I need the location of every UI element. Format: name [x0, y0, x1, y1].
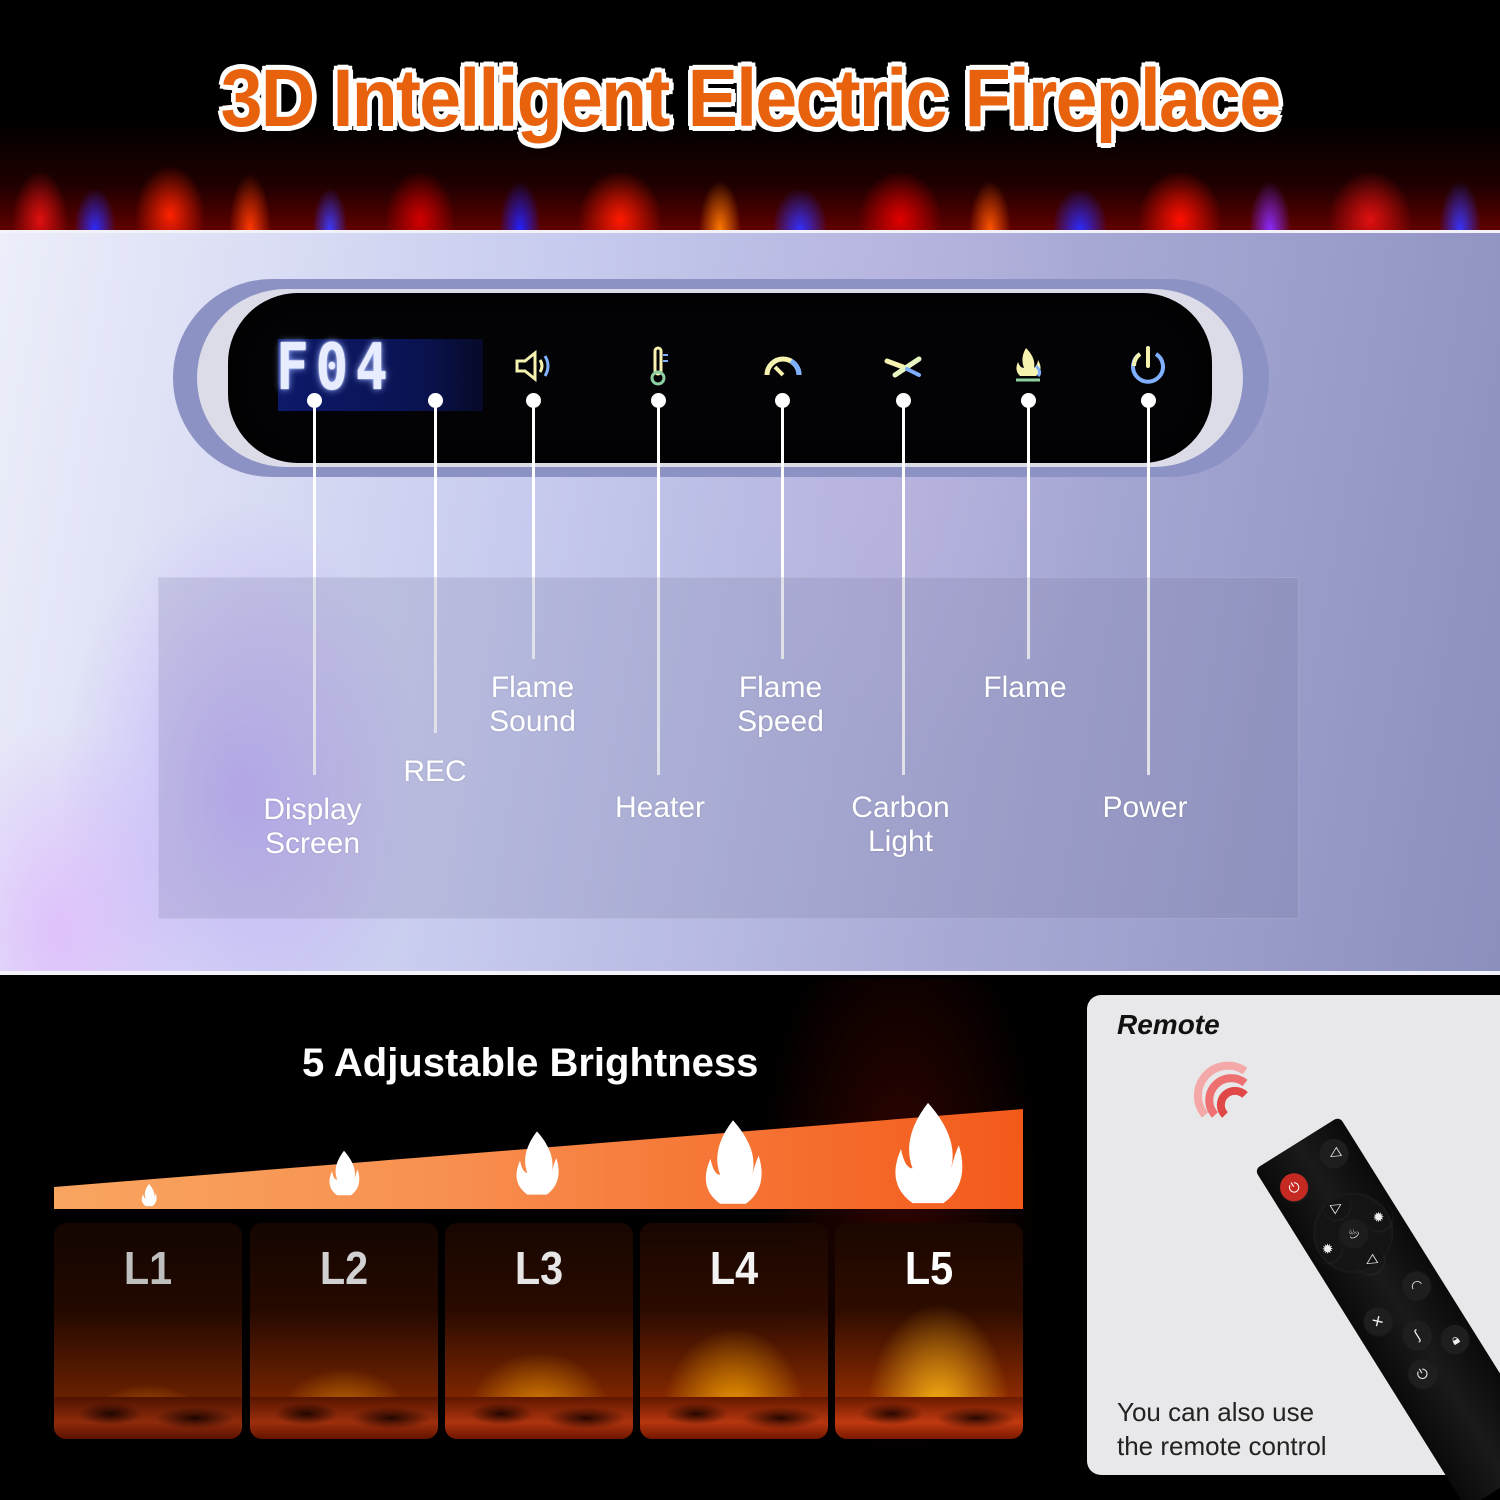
thermometer-icon	[650, 346, 668, 386]
speedometer-icon	[764, 356, 802, 377]
brightness-level-4[interactable]: L4	[640, 1223, 828, 1439]
power-glyph-icon	[1131, 346, 1165, 384]
flame-icon-level-2	[326, 1149, 362, 1201]
callout-line-heater	[657, 401, 660, 775]
speaker-icon	[515, 349, 550, 383]
display-value: F04	[276, 331, 395, 405]
control-panel: F04	[228, 293, 1212, 463]
label-rec: REC	[403, 755, 467, 788]
callout-dot-flame-speed	[775, 393, 790, 408]
level-label: L2	[319, 1242, 369, 1294]
label-carbon-light: Carbon Light	[838, 791, 963, 859]
brightness-level-5[interactable]: L5	[835, 1223, 1023, 1439]
flame-sound-icon[interactable]	[508, 341, 558, 391]
remote-card: Remote ⏻ ◁ ▷ ✹ ♨ ✹ ◁ ◠ ✕ ʃ 🔒︎ ⏻ You can …	[1087, 995, 1500, 1500]
label-heater: Heater	[614, 791, 706, 824]
header-banner: 3D Intelligent Electric Fireplace	[0, 0, 1500, 230]
brightness-level-1[interactable]: L1	[54, 1223, 242, 1439]
callout-line-flame-sound	[532, 401, 535, 659]
carbon-light-icon[interactable]	[878, 341, 928, 391]
logs-image	[250, 1397, 438, 1439]
caption-line-1: You can also use	[1117, 1397, 1315, 1427]
callout-line-carbon-light	[902, 401, 905, 775]
callout-line-display	[313, 401, 316, 775]
logs-image	[54, 1397, 242, 1439]
level-label: L3	[514, 1242, 564, 1294]
caption-line-2: the remote control	[1117, 1431, 1327, 1461]
flame-icon-level-3	[512, 1129, 562, 1201]
control-panel-section: F04	[0, 230, 1500, 975]
callout-dot-power	[1141, 393, 1156, 408]
label-flame-speed: Flame Speed	[718, 671, 843, 739]
remote-power-button[interactable]: ⏻	[1274, 1168, 1314, 1207]
callout-line-flame	[1027, 401, 1030, 659]
brightness-section: 5 Adjustable Brightness L1 L2 L3 L4 L5	[0, 979, 1500, 1500]
callout-line-rec	[434, 401, 437, 733]
remote-caption: You can also use the remote control	[1117, 1395, 1327, 1463]
flame-speed-icon[interactable]	[758, 341, 808, 391]
flame-background	[0, 120, 1500, 230]
remote-title: Remote	[1117, 1009, 1220, 1040]
remote-carbon-light-button[interactable]: ✕	[1358, 1302, 1398, 1341]
flame-icon[interactable]	[1003, 341, 1053, 391]
label-flame-sound: Flame Sound	[470, 671, 595, 739]
callout-line-flame-speed	[781, 401, 784, 659]
logs-image	[640, 1397, 828, 1439]
brightness-level-3[interactable]: L3	[445, 1223, 633, 1439]
level-label: L1	[123, 1242, 173, 1294]
page-title: 3D Intelligent Electric Fireplace	[220, 53, 1282, 144]
heater-icon[interactable]	[633, 341, 683, 391]
callout-dot-flame	[1021, 393, 1036, 408]
label-line: Speed	[737, 705, 824, 738]
brightness-level-2[interactable]: L2	[250, 1223, 438, 1439]
flame-icon-level-4	[700, 1117, 766, 1211]
label-line: Carbon	[851, 791, 950, 824]
flame-glyph-icon	[1016, 348, 1042, 382]
label-line: Light	[867, 825, 934, 858]
flame-icon-level-1	[140, 1183, 158, 1211]
callout-dot-display	[307, 393, 322, 408]
level-label: L4	[709, 1242, 759, 1294]
label-line: Sound	[489, 705, 576, 738]
label-line: Flame	[738, 671, 823, 704]
callout-dot-rec	[428, 393, 443, 408]
label-line: Display	[263, 793, 362, 826]
level-label: L5	[904, 1242, 954, 1294]
logs-image	[445, 1397, 633, 1439]
callout-line-power	[1147, 401, 1150, 775]
remote-flame-speed-button[interactable]: ◠	[1397, 1265, 1436, 1305]
remote-flame-sound-button[interactable]: ◁	[1314, 1133, 1354, 1173]
carbon-crossed-icon	[884, 356, 922, 378]
remote-timer-button[interactable]: ⏻	[1402, 1354, 1442, 1393]
callout-dot-carbon-light	[896, 393, 911, 408]
remote-heater-button[interactable]: ʃ	[1397, 1315, 1437, 1354]
label-line: Screen	[264, 827, 361, 860]
label-line: Flame	[490, 671, 575, 704]
brightness-title: 5 Adjustable Brightness	[302, 1041, 759, 1085]
logs-image	[835, 1397, 1023, 1439]
label-display-screen: Display Screen	[250, 793, 375, 861]
remote-lock-button[interactable]: 🔒︎	[1435, 1319, 1475, 1359]
callout-dot-heater	[651, 393, 666, 408]
wireless-signal-icon	[1194, 1061, 1248, 1118]
flame-icon-level-5	[888, 1099, 968, 1211]
power-icon[interactable]	[1123, 341, 1173, 391]
label-flame: Flame	[983, 671, 1067, 704]
labels-panel	[158, 577, 1299, 919]
label-power: Power	[1102, 791, 1188, 824]
callout-dot-flame-sound	[526, 393, 541, 408]
